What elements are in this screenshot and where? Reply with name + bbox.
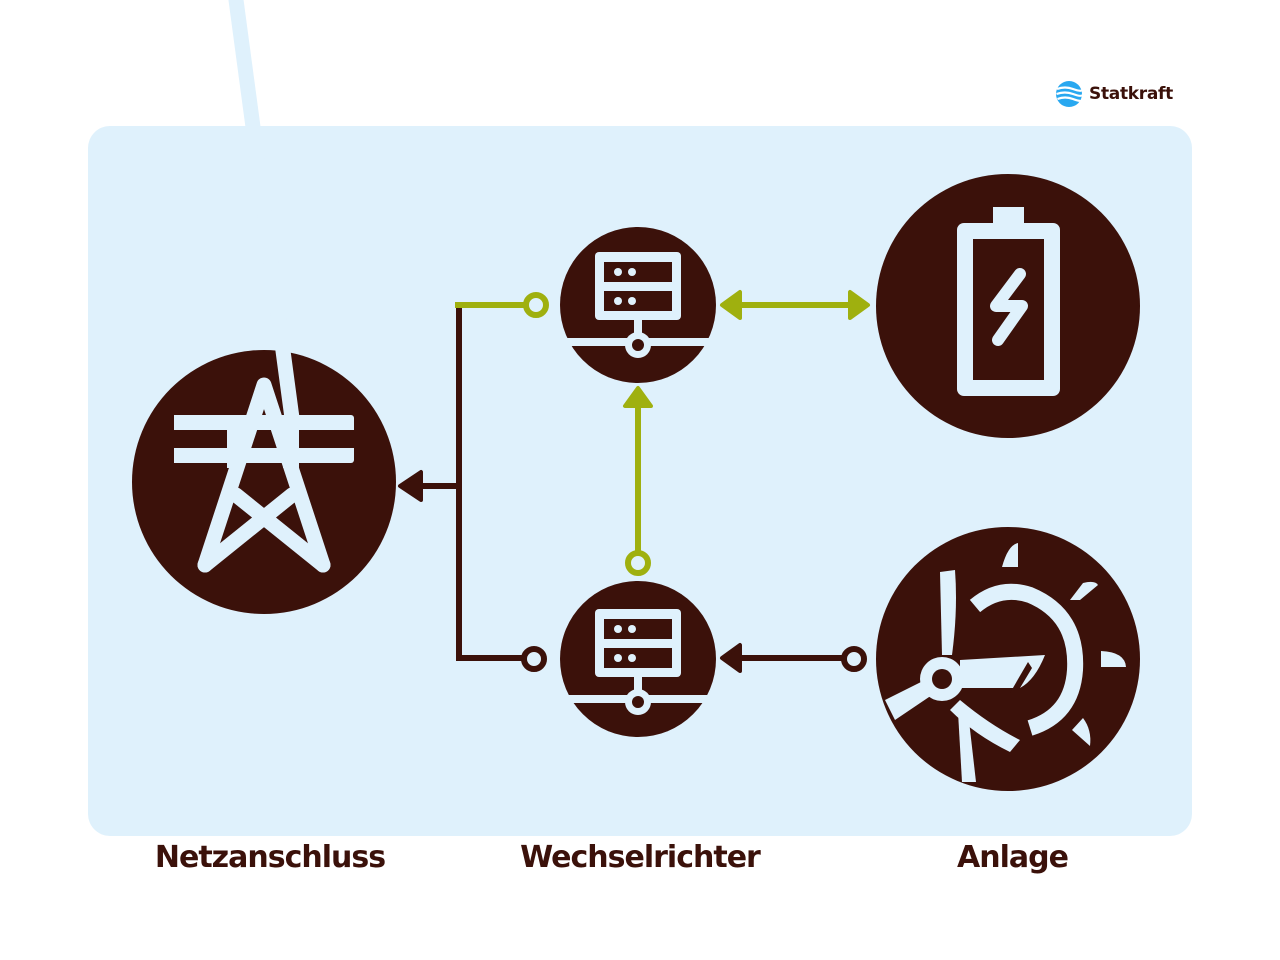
wind-solar-icon xyxy=(885,543,1126,782)
inverter-bottom-node xyxy=(560,581,716,737)
brand-name: Statkraft xyxy=(1089,84,1173,104)
statkraft-logo-icon xyxy=(1056,81,1083,107)
label-inverter: Wechselrichter xyxy=(520,840,761,875)
brand-logo: Statkraft xyxy=(1055,80,1173,108)
battery-node xyxy=(876,174,1140,438)
battery-charging-icon xyxy=(957,207,1060,396)
label-grid: Netzanschluss xyxy=(154,840,386,875)
plant-node xyxy=(876,527,1140,791)
server-network-icon xyxy=(560,609,716,715)
inverter-top-node xyxy=(560,227,716,383)
label-plant: Anlage xyxy=(957,840,1069,875)
server-network-icon xyxy=(560,252,716,358)
grid-node xyxy=(132,0,396,614)
connections xyxy=(398,290,870,673)
power-pylon-icon xyxy=(197,0,331,573)
